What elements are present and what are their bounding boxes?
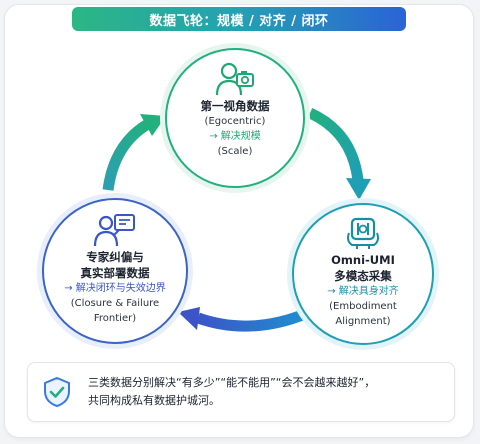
node-expert-title-2: 真实部署数据 [80, 266, 150, 280]
node-expert-result-detail: (Closure & Failure [70, 298, 160, 309]
title-banner: 数据飞轮：规模 / 对齐 / 闭环 [72, 7, 406, 31]
node-omni-umi-result-detail: (Embodiment [329, 301, 397, 312]
diagram-title: 数据飞轮：规模 / 对齐 / 闭环 [149, 13, 329, 29]
summary-line-2: 共同构成私有数据护城河。 [88, 394, 220, 407]
node-omni-umi-result: → 解决具身对齐 [327, 286, 399, 297]
node-omni-umi-title: Omni-UMI [331, 253, 395, 267]
summary-box: 三类数据分别解决“有多少”“能不能用”“会不会越来越好”， 共同构成私有数据护城… [27, 362, 455, 422]
node-egocentric-title: 第一视角数据 [200, 99, 270, 113]
node-egocentric-result: → 解决规模 [209, 131, 261, 142]
node-expert-result: → 解决闭环与失效边界 [64, 283, 166, 294]
node-omni-umi: Omni-UMI 多模态采集 → 解决具身对齐 (Embodiment Alig… [292, 203, 434, 345]
node-egocentric-subtitle: (Egocentric) [204, 116, 266, 127]
node-expert-result-detail-2: Frontier) [93, 313, 137, 324]
gripper-sensor-icon [343, 214, 383, 252]
arrow-top-to-right [307, 107, 371, 200]
node-omni-umi-result-detail-2: Alignment) [335, 316, 391, 327]
person-camera-icon [213, 60, 257, 98]
summary-line-1: 三类数据分别解决“有多少”“能不能用”“会不会越来越好”， [88, 376, 376, 389]
arrow-left-to-top [102, 114, 166, 191]
node-egocentric: 第一视角数据 (Egocentric) → 解决规模 (Scale) [165, 48, 305, 188]
arrow-right-to-left [178, 307, 308, 332]
shield-check-icon [42, 376, 72, 412]
node-omni-umi-title-2: 多模态采集 [334, 269, 392, 283]
node-expert-deployment: 专家纠偏与 真实部署数据 → 解决闭环与失效边界 (Closure & Fail… [42, 198, 188, 344]
node-egocentric-result-detail: (Scale) [217, 146, 253, 157]
expert-screen-icon [93, 211, 137, 249]
summary-text: 三类数据分别解决“有多少”“能不能用”“会不会越来越好”， 共同构成私有数据护城… [88, 374, 448, 410]
node-expert-title: 专家纠偏与 [86, 250, 144, 264]
